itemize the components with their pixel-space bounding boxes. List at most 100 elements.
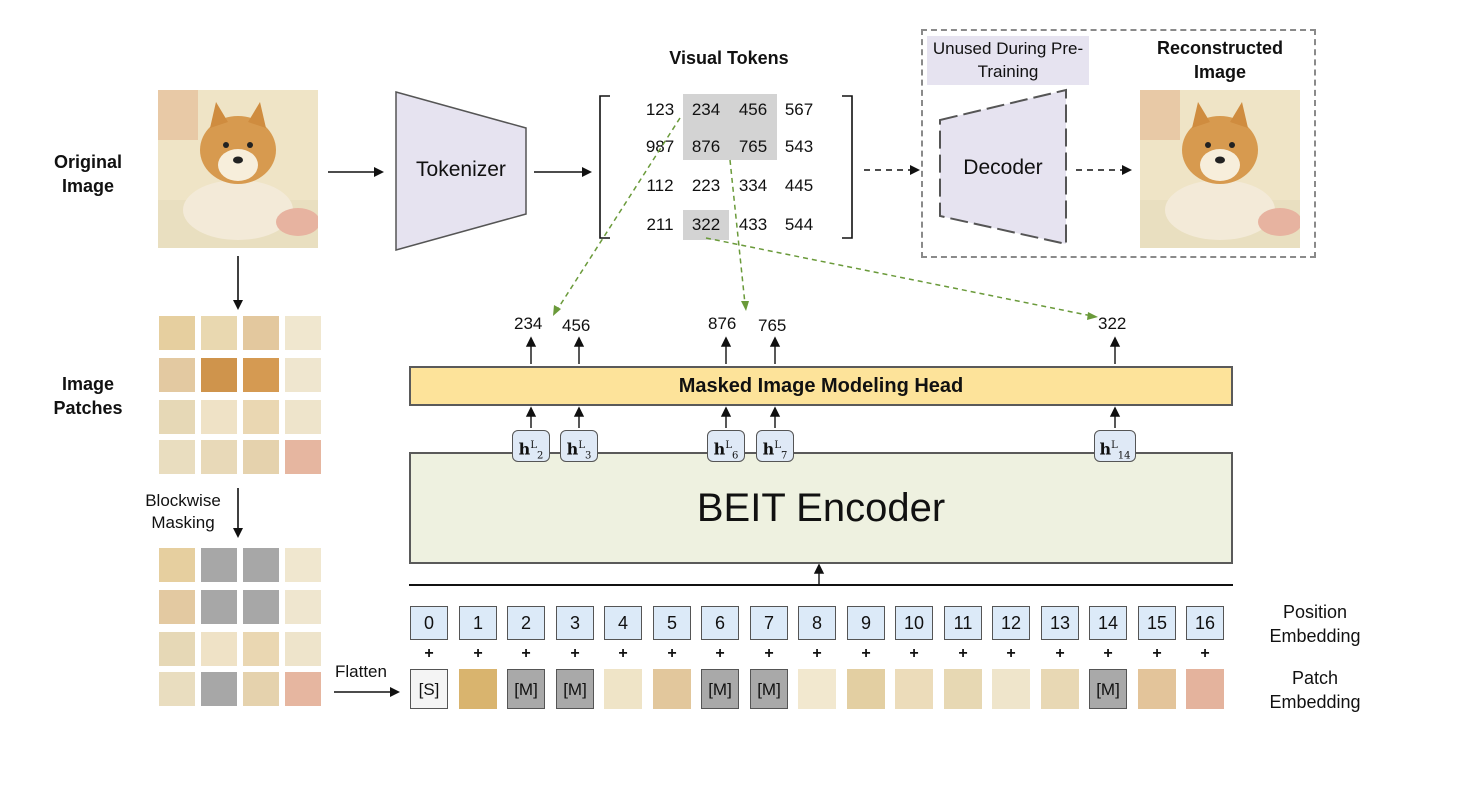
hidden-state-layer: L: [530, 440, 537, 451]
hidden-state-base: h: [762, 439, 775, 459]
position-embedding: 4: [604, 606, 642, 640]
blockwise-masking-label: Blockwise Masking: [145, 491, 221, 532]
image-patches-label: Image Patches: [53, 374, 123, 418]
position-embedding: 5: [653, 606, 691, 640]
patch-embedding: [992, 669, 1030, 709]
token-cell: 123: [645, 100, 675, 119]
masked-tile: [201, 672, 237, 706]
output-token: 876: [708, 314, 737, 333]
matrix-brackets: [599, 95, 853, 239]
plus-sign: +: [909, 645, 919, 662]
patch-embedding: [1186, 669, 1224, 709]
visual-tokens-title: Visual Tokens: [669, 48, 789, 68]
plus-sign: +: [618, 645, 628, 662]
masked-tile: [201, 590, 237, 624]
patch-embedding-label: Patch Embedding: [1269, 668, 1361, 712]
plus-sign: +: [861, 645, 871, 662]
token-cell: 112: [646, 176, 674, 195]
plus-sign: +: [958, 645, 968, 662]
patch-tile: [243, 672, 279, 706]
hidden-state-index: 3: [584, 450, 592, 462]
masked-tile: [243, 590, 279, 624]
position-embedding: 9: [847, 606, 885, 640]
position-embedding: 12: [992, 606, 1030, 640]
plus-sign: +: [424, 645, 434, 662]
masked-tile: [201, 548, 237, 582]
patch-tile: [285, 400, 321, 434]
patch-tile: [201, 400, 237, 434]
patch-embedding-mask: [M]: [556, 669, 594, 709]
patch-embedding: [1041, 669, 1079, 709]
patch-tile: [201, 316, 237, 350]
token-cell: 765: [738, 137, 768, 156]
plus-sign: +: [1055, 645, 1065, 662]
mim-head-label: Masked Image Modeling Head: [678, 374, 964, 397]
hidden-state-box: hL7: [756, 430, 794, 462]
hidden-state-base: h: [1099, 439, 1112, 459]
patch-embedding-mask: [M]: [750, 669, 788, 709]
tokenizer-shape: [395, 91, 527, 251]
reconstructed-image: [1140, 90, 1300, 248]
patch-tile: [201, 358, 237, 392]
hidden-state-box: hL3: [560, 430, 598, 462]
token-cell: 544: [784, 215, 814, 234]
position-embedding: 14: [1089, 606, 1127, 640]
patch-tile: [285, 548, 321, 582]
patch-tile: [285, 632, 321, 666]
masked-tile: [243, 548, 279, 582]
patch-tile: [243, 316, 279, 350]
output-token: 234: [514, 314, 543, 333]
position-embedding: 11: [944, 606, 982, 640]
arrow-original-to-patches: [233, 256, 243, 310]
patch-tile: [201, 632, 237, 666]
encoder-label: BEIT Encoder: [696, 485, 946, 530]
beit-encoder: BEIT Encoder: [409, 452, 1233, 564]
hidden-state-index: 14: [1117, 450, 1131, 462]
patch-embedding: [653, 669, 691, 709]
position-embedding: 15: [1138, 606, 1176, 640]
token-highlight: [683, 94, 777, 160]
token-cell: 987: [645, 137, 675, 156]
plus-sign: +: [1103, 645, 1113, 662]
arrow-to-tokenizer: [328, 167, 384, 177]
plus-sign: +: [764, 645, 774, 662]
patch-tile: [159, 316, 195, 350]
hidden-state-base: h: [566, 439, 579, 459]
plus-sign: +: [812, 645, 822, 662]
patch-embedding: [459, 669, 497, 709]
patch-embedding-mask: [M]: [1089, 669, 1127, 709]
patch-tile: [243, 358, 279, 392]
position-embedding: 3: [556, 606, 594, 640]
dashed-arrow-to-reconstructed: [1076, 165, 1132, 175]
original-image: [158, 90, 318, 248]
hidden-state-layer: L: [1111, 440, 1118, 451]
arrow-to-visual-tokens: [534, 167, 592, 177]
plus-sign: +: [715, 645, 725, 662]
position-embedding-label: Position Embedding: [1269, 602, 1361, 646]
output-token: 322: [1098, 314, 1127, 333]
token-cell: 876: [691, 137, 721, 156]
plus-sign: +: [521, 645, 531, 662]
plus-sign: +: [570, 645, 580, 662]
hidden-state-layer: L: [725, 440, 732, 451]
token-cell: 234: [691, 100, 721, 119]
patch-tile: [285, 358, 321, 392]
patch-embedding-start: [S]: [410, 669, 448, 709]
masked-image-modeling-head: Masked Image Modeling Head: [409, 366, 1233, 406]
position-embedding: 13: [1041, 606, 1079, 640]
output-token: 765: [758, 316, 787, 335]
patch-tile: [285, 440, 321, 474]
hidden-state-base: h: [713, 439, 726, 459]
dashed-arrow-to-decoder: [864, 165, 920, 175]
patch-tile: [201, 440, 237, 474]
hidden-state-box: hL2: [512, 430, 550, 462]
hidden-state-layer: L: [578, 440, 585, 451]
position-embedding: 0: [410, 606, 448, 640]
token-cell: 445: [784, 176, 814, 195]
patch-embedding-mask: [M]: [507, 669, 545, 709]
hidden-state-base: h: [518, 439, 531, 459]
hidden-state-index: 7: [780, 450, 788, 462]
